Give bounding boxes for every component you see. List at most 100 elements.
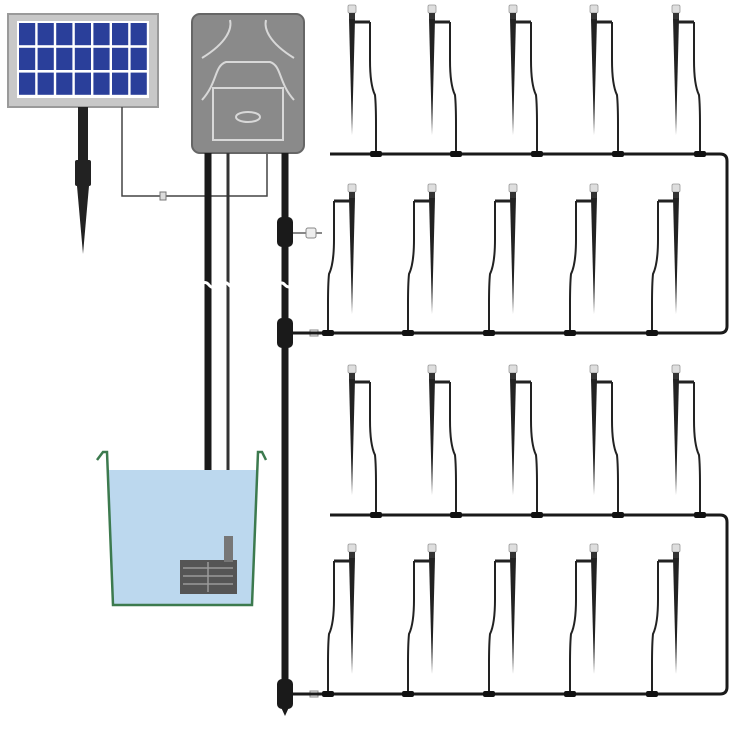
drip-stake [347, 4, 382, 157]
emitter-collar [429, 13, 435, 19]
solar-cell [74, 23, 91, 46]
emitter-cap [671, 543, 681, 553]
solar-cell [56, 72, 73, 95]
emitter-cap [508, 543, 518, 553]
drip-stake [564, 543, 599, 697]
emitter-collar [429, 192, 435, 198]
drip-stake [589, 364, 624, 518]
emitter-collar [673, 192, 679, 198]
solar-cell [19, 23, 36, 46]
tube-tee [694, 512, 706, 518]
emitter-collar [591, 192, 597, 198]
drip-stake [322, 183, 357, 336]
feeder-tube [327, 561, 335, 692]
feeder-tube [327, 201, 335, 331]
stake-spike [349, 19, 355, 135]
tube-tee [612, 151, 624, 157]
submersible-pump [180, 536, 237, 594]
solar-cell [19, 72, 36, 95]
pipe-break-mark [276, 281, 294, 289]
drip-stake [427, 364, 462, 518]
solar-cell [19, 47, 36, 70]
pump-outlet [224, 536, 233, 562]
stake-spike [673, 19, 679, 135]
drip-stake [671, 4, 706, 157]
emitter-cap [508, 4, 518, 14]
stake-collar [75, 160, 91, 186]
feeder-tube [530, 22, 538, 152]
emitter-cap [589, 183, 599, 193]
emitter-cap [671, 4, 681, 14]
emitter-cap [589, 4, 599, 14]
stake-spike [673, 198, 679, 314]
feeder-tube [651, 561, 659, 692]
tube-tee [322, 691, 334, 697]
valve-body [277, 217, 293, 247]
emitter-cap [427, 4, 437, 14]
emitter-collar [591, 373, 597, 379]
solar-panel [7, 13, 159, 108]
solar-cell [37, 72, 54, 95]
stake-spike [591, 198, 597, 314]
box-detail-line [235, 111, 261, 123]
solar-cell [37, 23, 54, 46]
bucket-outline [96, 450, 268, 607]
solar-cell [74, 47, 91, 70]
emitter-collar [673, 552, 679, 558]
emitter-cap [427, 364, 437, 374]
drip-stake [483, 183, 518, 336]
tube-tee [483, 691, 495, 697]
tube-tee [402, 691, 414, 697]
stake-spike [591, 558, 597, 674]
stake-spike [349, 198, 355, 314]
valve-connector [277, 217, 322, 247]
row-pipes [289, 152, 729, 696]
drip-stake [508, 4, 543, 157]
tee-connector [277, 679, 293, 709]
box-detail-line [201, 19, 232, 59]
solar-cell [112, 72, 129, 95]
stake-spike [591, 379, 597, 495]
tube-tee [450, 512, 462, 518]
feeder-tube [488, 561, 496, 692]
stake-shaft [78, 107, 88, 169]
feeder-tube [488, 201, 496, 331]
cable-connector [159, 191, 167, 201]
stake-spike [673, 379, 679, 495]
feeder-tube [449, 22, 457, 152]
solar-cell [93, 23, 110, 46]
solar-cell [56, 47, 73, 70]
emitter-collar [591, 13, 597, 19]
emitter-collar [429, 552, 435, 558]
drip-stake [347, 364, 382, 518]
solar-cell [130, 72, 147, 95]
tube-tee [612, 512, 624, 518]
tube-tee [646, 330, 658, 336]
row-pipe-lower [289, 513, 729, 696]
emitter-cap [347, 543, 357, 553]
box-detail-line [201, 61, 295, 101]
emitter-collar [510, 552, 516, 558]
feeder-tube [693, 382, 701, 513]
stake-spike [510, 558, 516, 674]
row-pipe-upper [289, 152, 729, 335]
emitter-collar [673, 13, 679, 19]
tube-tee [322, 330, 334, 336]
control-box-body [191, 13, 305, 154]
stake-spike [429, 19, 435, 135]
feeder-tube [569, 201, 577, 331]
tube-tee [694, 151, 706, 157]
emitter-collar [673, 373, 679, 379]
stake-spike [510, 19, 516, 135]
solar-cell [112, 47, 129, 70]
emitter-cap [347, 4, 357, 14]
stake-spike [349, 379, 355, 495]
solar-cell [112, 23, 129, 46]
stake-spike [429, 198, 435, 314]
feeder-tube [569, 561, 577, 692]
emitter-cap [589, 543, 599, 553]
power-cable [121, 107, 268, 197]
emitter-collar [510, 192, 516, 198]
emitter-cap [508, 183, 518, 193]
stake-spike [77, 186, 89, 254]
